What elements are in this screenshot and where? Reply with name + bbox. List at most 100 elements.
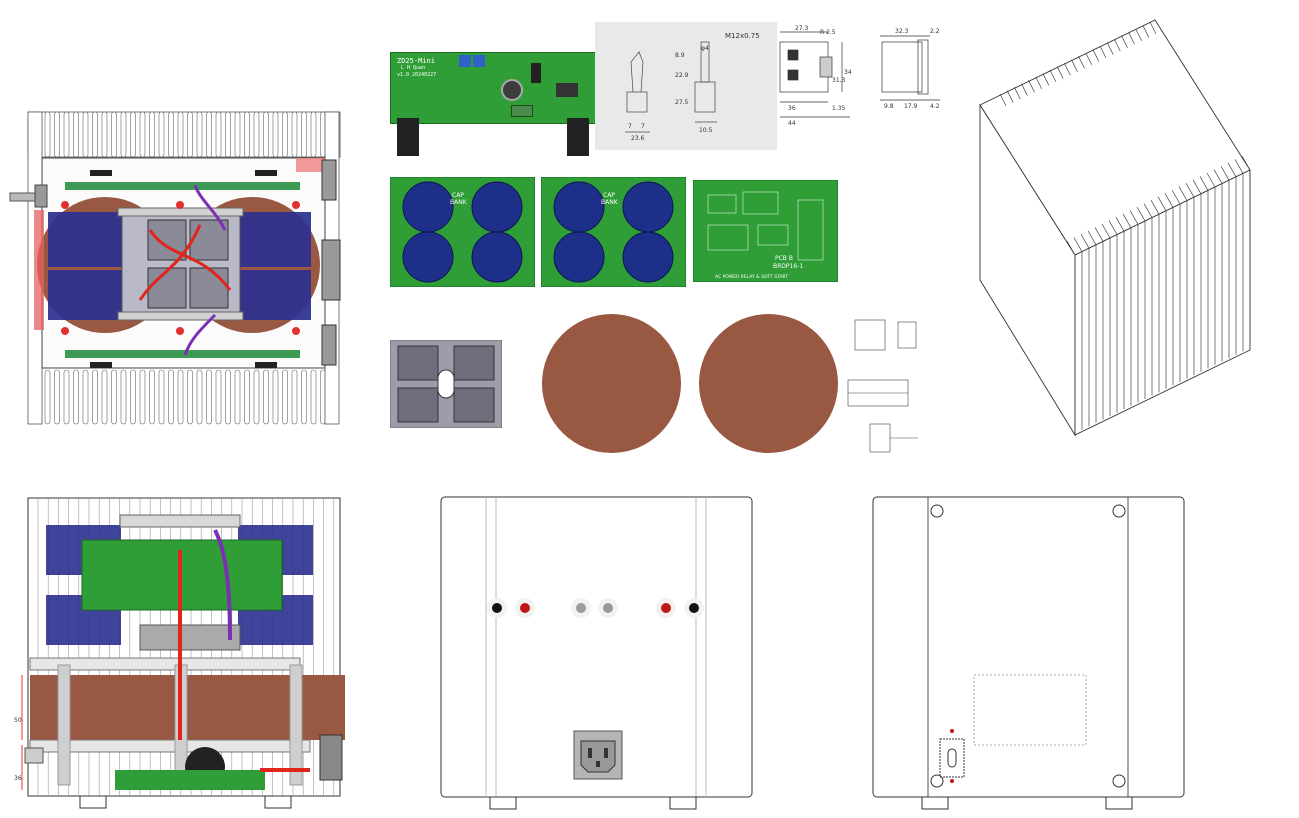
- fin: [111, 369, 117, 425]
- toroid-transformer-2: [699, 314, 838, 453]
- iec-dim-4: 34: [844, 69, 852, 76]
- fin: [215, 369, 222, 425]
- rear-foot-right: [669, 796, 697, 810]
- trimmer-pot-2: [473, 55, 485, 67]
- fin: [168, 111, 174, 158]
- switch-lever: [9, 192, 39, 202]
- switch-dim-1: 22.9: [675, 72, 689, 79]
- fin: [215, 111, 222, 158]
- fin: [120, 111, 127, 158]
- fin: [82, 111, 89, 158]
- cap-bank-board-1: CAP BANK: [390, 177, 535, 287]
- fin: [187, 111, 193, 158]
- rectifier-4: [189, 267, 229, 309]
- cap-block-1: [48, 212, 123, 267]
- dim-50: 50: [14, 717, 22, 724]
- rear-panel-outline: [440, 496, 753, 798]
- fin: [263, 111, 269, 158]
- pcb-strip-bottom: [65, 350, 300, 358]
- amp-board-title: ZD25-Mini: [397, 57, 435, 65]
- trimmer-pot-1: [459, 55, 471, 67]
- switch-dim-4: 7: [628, 123, 632, 130]
- top-bracket: [119, 514, 241, 528]
- bridge-rectifier-block: [390, 340, 502, 428]
- relay-board-code: BRDP16-1: [773, 263, 803, 270]
- fin: [120, 369, 127, 425]
- cap-bank-label-2: BANK: [450, 199, 468, 206]
- base-foot-left: [921, 796, 949, 810]
- fin: [63, 369, 70, 425]
- terminal-block: [511, 105, 533, 117]
- foot-left: [79, 795, 107, 809]
- fin: [54, 369, 60, 425]
- iec-dim-5: 36: [788, 105, 796, 112]
- fin: [196, 369, 203, 425]
- heatsink-transistor-2: [255, 170, 277, 176]
- rectifier-front: [139, 624, 241, 651]
- fin: [244, 111, 250, 158]
- relay-board-desc: AC POWER RELAY & SOFT START: [715, 274, 788, 280]
- fin: [263, 369, 269, 425]
- fin: [44, 369, 51, 425]
- switch-dim-5: 7: [641, 123, 645, 130]
- fin: [158, 111, 165, 158]
- toroid-transformer-1: [542, 314, 681, 453]
- relay-board-name: PCB B: [775, 255, 793, 262]
- fin: [101, 111, 108, 158]
- fin: [177, 111, 184, 158]
- iso-heatsink-fins: [999, 21, 1251, 433]
- fin: [291, 111, 298, 158]
- fin: [272, 111, 279, 158]
- fin: [310, 111, 317, 158]
- fin: [177, 369, 184, 425]
- shelf-2: [29, 739, 311, 753]
- amp-board-author: L H Quan: [401, 65, 426, 71]
- front-panel-cutout: [34, 210, 44, 330]
- base-outline: [872, 496, 1185, 798]
- electrolytic-cap: [501, 79, 523, 101]
- fin: [301, 111, 307, 158]
- fin: [149, 111, 155, 158]
- fin: [187, 369, 193, 425]
- base-view: [872, 496, 1185, 810]
- mounting-slot: [437, 369, 455, 399]
- cap-block-2: [48, 270, 123, 320]
- fin: [168, 369, 174, 425]
- iec-dim-6: 44: [788, 120, 796, 127]
- fin: [282, 111, 288, 158]
- heatsink-transistor-3: [90, 362, 112, 368]
- inlet-side-drawing: 32.3 2.2 9.8 17.9 4.2: [880, 28, 940, 110]
- fin: [225, 111, 231, 158]
- top-heatsink-fins: [27, 111, 341, 158]
- amp-transistor-left: [397, 118, 419, 156]
- cap-bank-label-3: CAP: [603, 192, 615, 199]
- rectifier-3: [147, 267, 187, 309]
- switch-thread-label: M12x0.75: [725, 32, 760, 40]
- right-connectors: [321, 159, 341, 366]
- amp-board-version: v1.0 20240227: [397, 72, 437, 78]
- purple-wire: [213, 529, 232, 641]
- wire-red: [148, 229, 232, 291]
- heatsink-transistor-1: [90, 170, 112, 176]
- fin: [206, 369, 212, 425]
- fin: [253, 111, 260, 158]
- switch-dim-3: 27.5: [675, 99, 689, 106]
- switch-dim-7: 10.5: [699, 127, 713, 134]
- foot-right: [264, 795, 292, 809]
- rear-foot-left: [489, 796, 517, 810]
- hole-1: [930, 504, 944, 518]
- fin: [73, 111, 79, 158]
- power-switch: [34, 184, 48, 208]
- switch-dim-2: 8.9: [675, 52, 685, 59]
- wire-purple: [193, 184, 227, 231]
- mounting-screws: [61, 201, 300, 335]
- fin: [272, 369, 279, 425]
- iec-dim-1: 27.3: [795, 25, 809, 32]
- fin: [63, 111, 70, 158]
- wire-red-2: [138, 224, 202, 301]
- base-foot-right: [1105, 796, 1133, 810]
- side-dim-2: 2.2: [930, 28, 940, 35]
- fin: [92, 369, 98, 425]
- hole-4: [1112, 774, 1126, 788]
- side-dim-3: 9.8: [884, 103, 894, 110]
